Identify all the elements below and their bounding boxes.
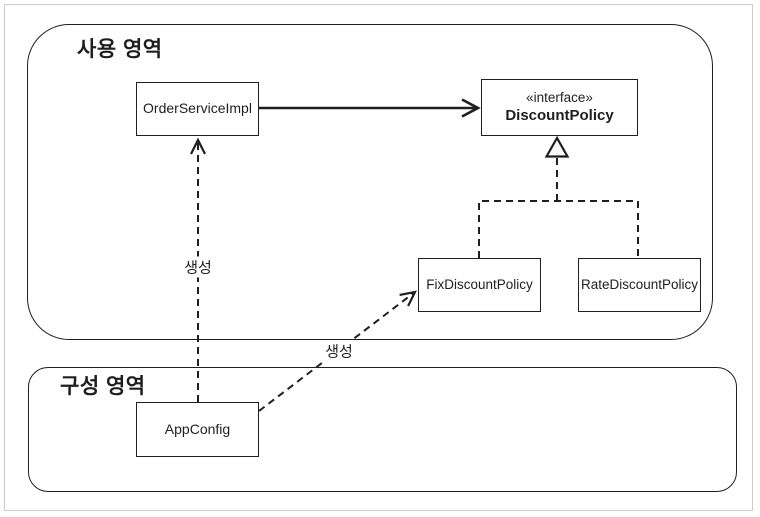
- interface-stereotype: «interface»: [526, 89, 593, 105]
- node-fix-discount-policy-label: FixDiscountPolicy: [426, 276, 533, 292]
- node-rate-discount-policy: RateDiscountPolicy: [578, 258, 701, 312]
- realization-triangle-icon: [544, 135, 570, 158]
- node-app-config-label: AppConfig: [164, 420, 231, 437]
- node-order-service-impl-label: OrderServiceImpl: [143, 100, 252, 117]
- node-order-service-impl: OrderServiceImpl: [136, 82, 259, 136]
- edge-realization-tree: [478, 158, 639, 258]
- edge-label-create-order: 생성: [181, 256, 215, 278]
- usage-area-title: 사용 영역: [77, 38, 163, 61]
- node-discount-policy-label: DiscountPolicy: [505, 106, 614, 124]
- node-fix-discount-policy: FixDiscountPolicy: [418, 258, 541, 312]
- node-discount-policy: «interface» DiscountPolicy: [481, 79, 638, 136]
- edge-label-create-fix: 생성: [322, 340, 356, 362]
- node-app-config: AppConfig: [136, 402, 259, 457]
- config-area-title: 구성 영역: [60, 375, 146, 398]
- node-rate-discount-policy-label: RateDiscountPolicy: [580, 276, 699, 292]
